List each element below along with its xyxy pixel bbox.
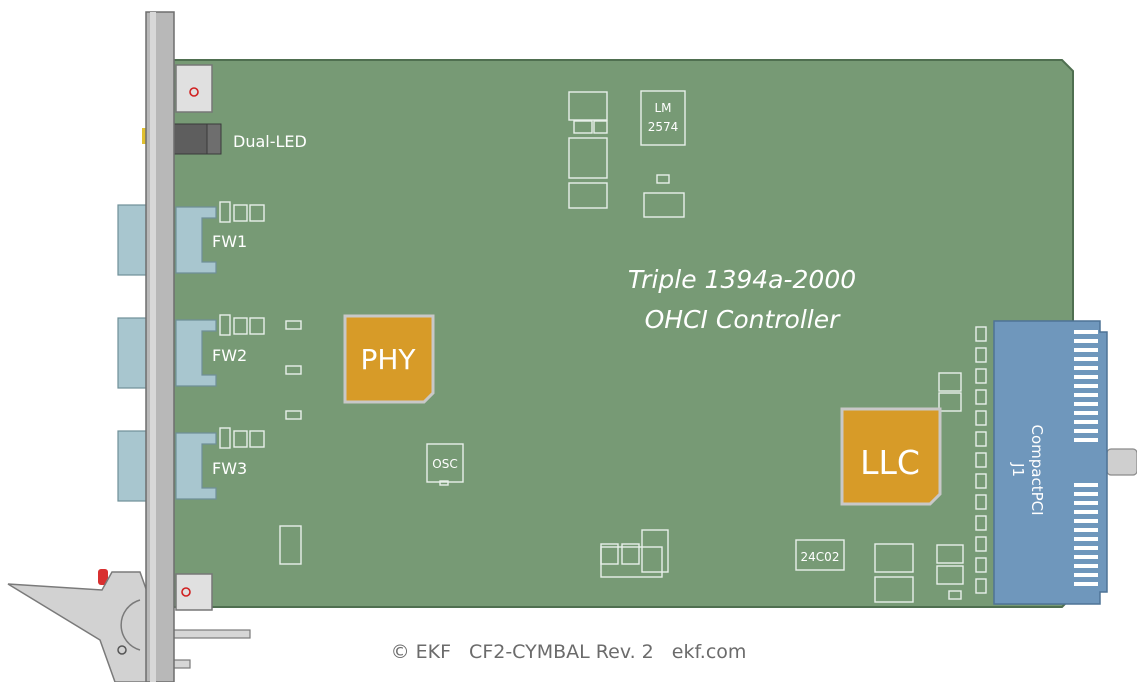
footer-site[interactable]: ekf.com bbox=[671, 641, 747, 663]
fw3-label: FW3 bbox=[212, 459, 247, 478]
connector-pad-column bbox=[975, 326, 987, 594]
front-panel bbox=[145, 11, 175, 682]
connector-pins-lower bbox=[1074, 483, 1098, 586]
llc-chip: LLC bbox=[840, 407, 942, 506]
fw1-port: FW1 bbox=[117, 201, 265, 276]
connector-pins-upper bbox=[1074, 330, 1098, 442]
right-lower-components bbox=[874, 372, 964, 603]
dual-led: Dual-LED bbox=[142, 123, 307, 155]
top-mount-tab bbox=[175, 64, 213, 113]
oscillator: OSC bbox=[426, 443, 464, 486]
phy-chip: PHY bbox=[343, 314, 435, 404]
eeprom-label: 24C02 bbox=[801, 550, 840, 564]
fw1-label: FW1 bbox=[212, 232, 247, 251]
top-components bbox=[568, 91, 685, 218]
fw3-port: FW3 bbox=[117, 427, 265, 502]
board-title-line2: OHCI Controller bbox=[645, 305, 841, 334]
footer-product: CF2-CYMBAL Rev. 2 bbox=[469, 641, 654, 663]
osc-label: OSC bbox=[432, 457, 457, 471]
phy-label: PHY bbox=[360, 343, 416, 376]
fw2-label: FW2 bbox=[212, 346, 247, 365]
connector-label-2: J1 bbox=[1009, 462, 1027, 477]
lm-label-2: 2574 bbox=[648, 120, 679, 134]
ejector-handle bbox=[7, 569, 251, 682]
bottom-components bbox=[600, 529, 669, 578]
bottom-mount-tab bbox=[175, 573, 213, 611]
connector-label-1: CompactPCI bbox=[1028, 424, 1046, 515]
dual-led-label: Dual-LED bbox=[233, 132, 307, 151]
compactpci-connector: CompactPCI J1 bbox=[993, 320, 1137, 605]
footer: © EKF CF2-CYMBAL Rev. 2 ekf.com bbox=[0, 641, 1137, 663]
board-title-line1: Triple 1394a-2000 bbox=[628, 265, 856, 294]
lm2574-chip: LM 2574 bbox=[640, 90, 686, 146]
llc-label: LLC bbox=[860, 443, 920, 482]
small-pads-left bbox=[279, 320, 302, 565]
lm-label-1: LM bbox=[654, 101, 671, 115]
footer-copyright: © EKF bbox=[390, 641, 451, 663]
fw2-port: FW2 bbox=[117, 314, 265, 389]
eeprom-24c02: 24C02 bbox=[795, 539, 845, 571]
